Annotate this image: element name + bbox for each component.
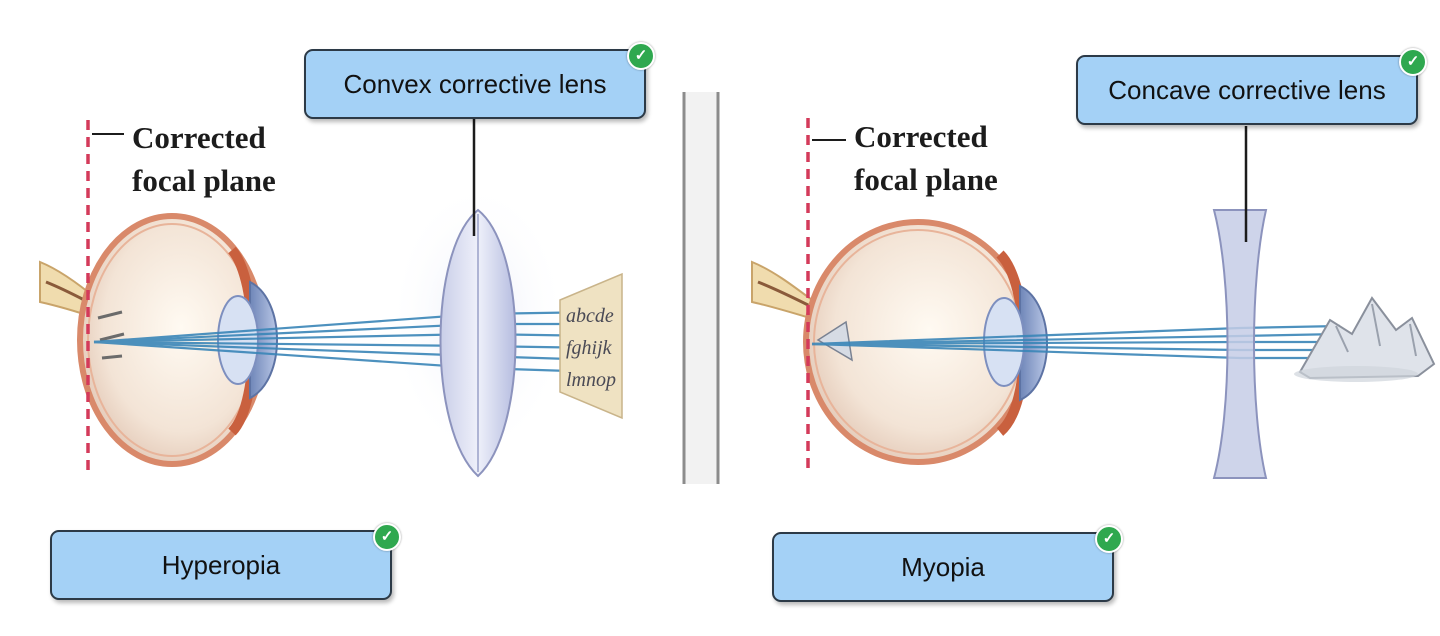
myopia-panel [751,118,1436,479]
eye-chart-card [559,272,623,420]
optic-nerve [751,260,814,320]
right-focal-plane-caption: Corrected focal plane [854,119,998,197]
check-icon: ✓ [1095,525,1123,553]
check-icon: ✓ [627,42,655,70]
mountain-object [1294,296,1436,382]
concave-lens-label[interactable]: Concave corrective lens ✓ [1076,48,1427,125]
concave-lens-label-text: Concave corrective lens [1108,74,1386,105]
panel-divider [682,92,720,484]
hyperopia-label[interactable]: Hyperopia ✓ [50,523,401,600]
check-icon: ✓ [1399,48,1427,76]
myopia-label-text: Myopia [901,551,985,582]
myopia-label[interactable]: Myopia ✓ [772,525,1123,602]
convex-lens-label-text: Convex corrective lens [343,68,607,99]
chart-letters-row2: fghijk [566,337,613,359]
hyperopia-panel: abcde fghijk lmnop [39,118,623,478]
concave-lens [1212,209,1268,479]
cornea [249,280,278,400]
hyperopia-label-text: Hyperopia [161,549,281,580]
check-icon: ✓ [373,523,401,551]
convex-lens-label[interactable]: Convex corrective lens ✓ [304,42,655,119]
chart-letters-row1: abcde [566,305,614,327]
left-focal-plane-caption: Corrected focal plane [132,120,276,198]
chart-letters-row3: lmnop [566,369,616,391]
